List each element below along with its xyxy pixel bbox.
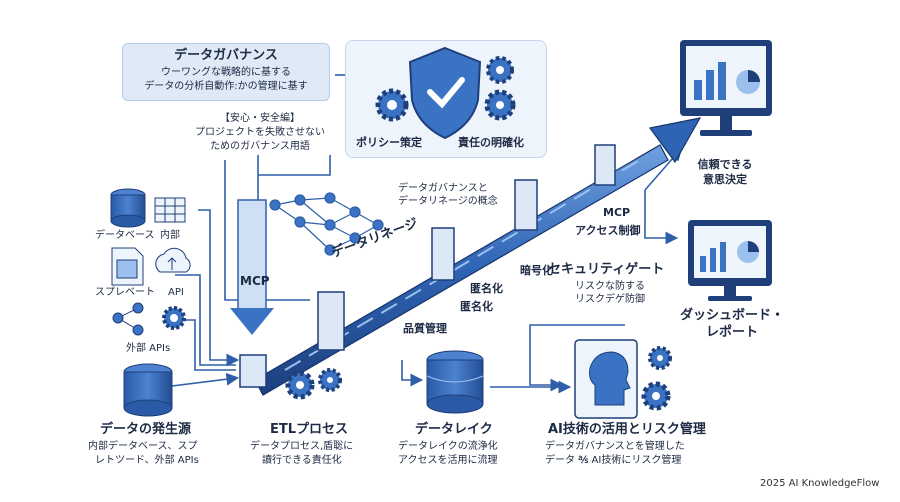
etl-title: ETLプロセス xyxy=(270,422,349,437)
responsibility-label: 責任の明確化 xyxy=(458,136,524,149)
governance-box xyxy=(122,43,330,101)
encryption-label: 暗号化 xyxy=(520,264,553,277)
table-icon xyxy=(154,197,186,223)
etl-line1: データプロセス,盾聡に xyxy=(250,441,354,452)
data-lake-icon xyxy=(426,350,484,414)
ai-title: AI技術の活用とリスク管理 xyxy=(548,422,706,437)
access-control-label: アクセス制御 xyxy=(575,224,641,237)
share-network-icon xyxy=(112,302,144,336)
anonymize-label: 匿名化 xyxy=(470,282,503,295)
governance-line2: データの分析自動作:かの管理に基す xyxy=(144,81,308,92)
safety-note-line1: 【安心・安全編】 xyxy=(220,113,300,124)
etl-line2: 讀行できる責任化 xyxy=(262,455,342,466)
quality-label: 品質管理 xyxy=(403,322,447,335)
source-api-label: API xyxy=(168,287,184,298)
ai-head-icon xyxy=(574,339,672,419)
governance-title: データガバナンス xyxy=(174,48,278,63)
lake-line1: データレイクの流浄化 xyxy=(398,441,498,452)
pipe-gates xyxy=(239,144,616,388)
safety-note-line2: プロジェクトを失敗させない xyxy=(195,127,325,138)
ai-line1: データガバナンスとを管理した xyxy=(545,441,685,452)
source-connectors xyxy=(171,74,683,394)
policy-gears-icon xyxy=(375,56,516,122)
mcp-right-label: MCP xyxy=(603,206,631,219)
origin-title: データの発生源 xyxy=(100,422,192,437)
anonymize-label-2: 匿名化 xyxy=(460,300,493,313)
shield-check-icon xyxy=(408,46,482,140)
risk-line2: リスクデゲ防御 xyxy=(575,294,645,305)
footer-credit: 2025 AI KnowledgeFlow xyxy=(760,478,880,489)
dashboard-line1: ダッシュボード・ xyxy=(679,308,784,323)
origin-line1: 内部データベース、スプ xyxy=(88,441,198,452)
gear-icon-sources xyxy=(162,306,186,330)
ai-line2: データ ℁ AI技術にリスク管理 xyxy=(545,455,682,466)
spreadsheet-icon xyxy=(111,247,144,286)
source-external-apis-label: 外部 APIs xyxy=(126,343,171,354)
trusted-line1: 信頼できる xyxy=(697,158,753,171)
mcp-down-arrow xyxy=(230,199,274,335)
source-database-label: データベース xyxy=(95,230,155,241)
safety-note-line3: ためのガバナンス用語 xyxy=(210,141,310,152)
security-gate-label: セキュリティゲート xyxy=(548,262,665,277)
origin-line2: レトツード、外部 APIs xyxy=(95,455,199,466)
network-graph xyxy=(269,192,384,256)
mcp-left-label: MCP xyxy=(240,274,270,288)
dashboard-line2: レポート xyxy=(705,325,758,340)
database-icon xyxy=(110,188,146,228)
risk-line1: リスクな防する xyxy=(575,281,645,292)
origin-database-icon xyxy=(123,363,173,417)
concept-line2: データリネージの概念 xyxy=(398,196,498,207)
monitor-decision-icon xyxy=(680,40,772,136)
lake-title: データレイク xyxy=(415,422,493,437)
cloud-api-icon xyxy=(155,247,191,273)
lake-line2: アクセスを活用に流理 xyxy=(398,455,498,466)
source-spreadsheet-label: スプレベート xyxy=(95,287,155,298)
policy-label: ポリシー策定 xyxy=(356,136,422,149)
governance-line1: ウーワングな戦略的に基する xyxy=(161,67,291,78)
monitor-dashboard-icon xyxy=(688,220,772,301)
etl-gears-icon xyxy=(285,368,342,400)
trusted-line2: 意思決定 xyxy=(703,173,747,186)
source-internal-label: 内部 xyxy=(160,230,180,241)
concept-line1: データガバナンスと xyxy=(398,183,488,194)
